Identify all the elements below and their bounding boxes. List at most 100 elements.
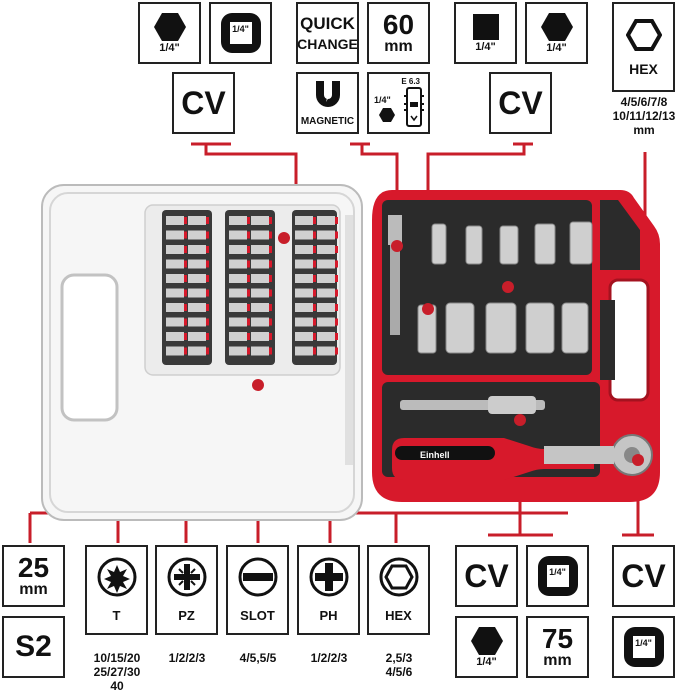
bit xyxy=(295,346,313,356)
slot-label: SLOT xyxy=(240,608,275,624)
bit xyxy=(229,303,247,312)
square-quarter-box: 1/4" xyxy=(209,2,272,64)
bit xyxy=(317,245,335,254)
bit xyxy=(251,346,269,356)
bit-holder-tab xyxy=(247,347,250,355)
length-60-value: 60 xyxy=(382,8,415,40)
e63-label: E 6.3 xyxy=(401,77,420,86)
length-25-value: 25 xyxy=(17,551,50,583)
bit-holder-tab xyxy=(206,246,209,253)
bit-holder-tab xyxy=(206,260,209,268)
hex-mm-sizes-line2: 10/11/12/13 xyxy=(612,108,676,123)
bit-holder-tab xyxy=(335,304,338,311)
square-drive-icon xyxy=(537,556,578,596)
bit xyxy=(166,317,184,327)
square-drive-box: 1/4" xyxy=(454,2,517,64)
bit xyxy=(229,259,247,269)
bit-holder-tab xyxy=(269,304,272,311)
length-60-box: 60 mm xyxy=(367,2,430,64)
bit xyxy=(166,216,184,225)
length-75-box: 75 mm xyxy=(526,616,589,678)
bit xyxy=(251,303,269,312)
bit xyxy=(251,288,269,298)
bit-holder-tab xyxy=(184,289,187,297)
ph-label: PH xyxy=(319,608,338,624)
cv-left-text: CV xyxy=(181,85,226,121)
bit-holder-tab xyxy=(313,231,316,239)
hex-quarter-size: 1/4" xyxy=(159,42,180,55)
cv-far-text: CV xyxy=(621,558,666,594)
hex-mm-sizes-line1: 4/5/6/7/8 xyxy=(620,95,668,109)
bit xyxy=(229,346,247,356)
bit-holder-tab xyxy=(269,275,272,282)
bit-holder-tab xyxy=(206,347,209,355)
bit xyxy=(251,317,269,327)
magnet-icon xyxy=(315,81,340,107)
hex-mm-unit: mm xyxy=(633,122,655,137)
bit-holder-tab xyxy=(269,347,272,355)
bit-holder-tab xyxy=(335,246,338,253)
square-drive-size: 1/4" xyxy=(475,41,496,54)
bit-holder-tab xyxy=(184,333,187,340)
length-75-unit: mm xyxy=(543,651,572,669)
bit-holder-tab xyxy=(247,304,250,311)
hex-bit-icon xyxy=(379,557,418,597)
slot-sizes: 4/5,5/5 xyxy=(239,651,277,665)
far-square-box: 1/4" xyxy=(612,616,675,678)
bit-holder-tab xyxy=(247,246,250,253)
brand-text: Einhell xyxy=(420,450,450,460)
bit xyxy=(188,259,206,269)
bit xyxy=(295,317,313,327)
bit-items xyxy=(166,216,338,356)
bit xyxy=(317,216,335,225)
torx-sizes-line3: 40 xyxy=(110,678,124,693)
length-25-unit: mm xyxy=(19,580,48,598)
phillips-icon xyxy=(309,557,348,597)
bit-holder-tab xyxy=(269,318,272,326)
bit xyxy=(295,230,313,240)
far-square-size: 1/4" xyxy=(635,638,652,648)
s2-text: S2 xyxy=(15,630,52,663)
s2-box: S2 xyxy=(2,616,65,678)
bit-holder-tab xyxy=(247,333,250,340)
hex-bit-sizes-line1: 2,5/3 xyxy=(385,651,413,665)
pozidriv-icon xyxy=(167,557,206,597)
pz-sizes: 1/2/2/3 xyxy=(168,651,206,665)
bit xyxy=(166,274,184,283)
bit-holder-tab xyxy=(335,231,338,239)
bit-holder-tab xyxy=(206,289,209,297)
square-drive-icon xyxy=(220,13,261,53)
bit xyxy=(295,245,313,254)
bit xyxy=(317,274,335,283)
hex-bit-box: HEX xyxy=(367,545,430,635)
torx-icon xyxy=(97,557,136,597)
bit xyxy=(251,332,269,341)
bit-holder-tab xyxy=(184,260,187,268)
hex-mm-box: HEX xyxy=(612,2,675,92)
bit xyxy=(229,245,247,254)
bit-holder-tab xyxy=(335,275,338,282)
hex-mm-sizes: 4/5/6/7/8 10/11/12/13 mm xyxy=(590,95,698,137)
bit-holder-tab xyxy=(269,246,272,253)
bit xyxy=(188,230,206,240)
bit-holder-tab xyxy=(206,333,209,340)
slotted-icon xyxy=(238,557,277,597)
bit xyxy=(229,274,247,283)
bit xyxy=(251,259,269,269)
bit xyxy=(229,230,247,240)
bit xyxy=(188,216,206,225)
bit xyxy=(188,274,206,283)
bit-holder-tab xyxy=(313,246,316,253)
bit-holder-tab xyxy=(184,275,187,282)
bit xyxy=(166,332,184,341)
bit-holder-tab xyxy=(313,289,316,297)
bit-holder-tab xyxy=(269,231,272,239)
quick-change-line1: QUICK xyxy=(300,13,355,33)
hex-socket-size: 1/4" xyxy=(546,42,567,55)
bit xyxy=(188,245,206,254)
hex-bit-sizes: 2,5/3 4/5/6 xyxy=(362,651,436,680)
bit xyxy=(229,332,247,341)
hexagon-icon xyxy=(470,627,503,656)
quick-change-line2: CHANGE xyxy=(297,35,358,52)
ratchet-square-size: 1/4" xyxy=(549,567,566,577)
